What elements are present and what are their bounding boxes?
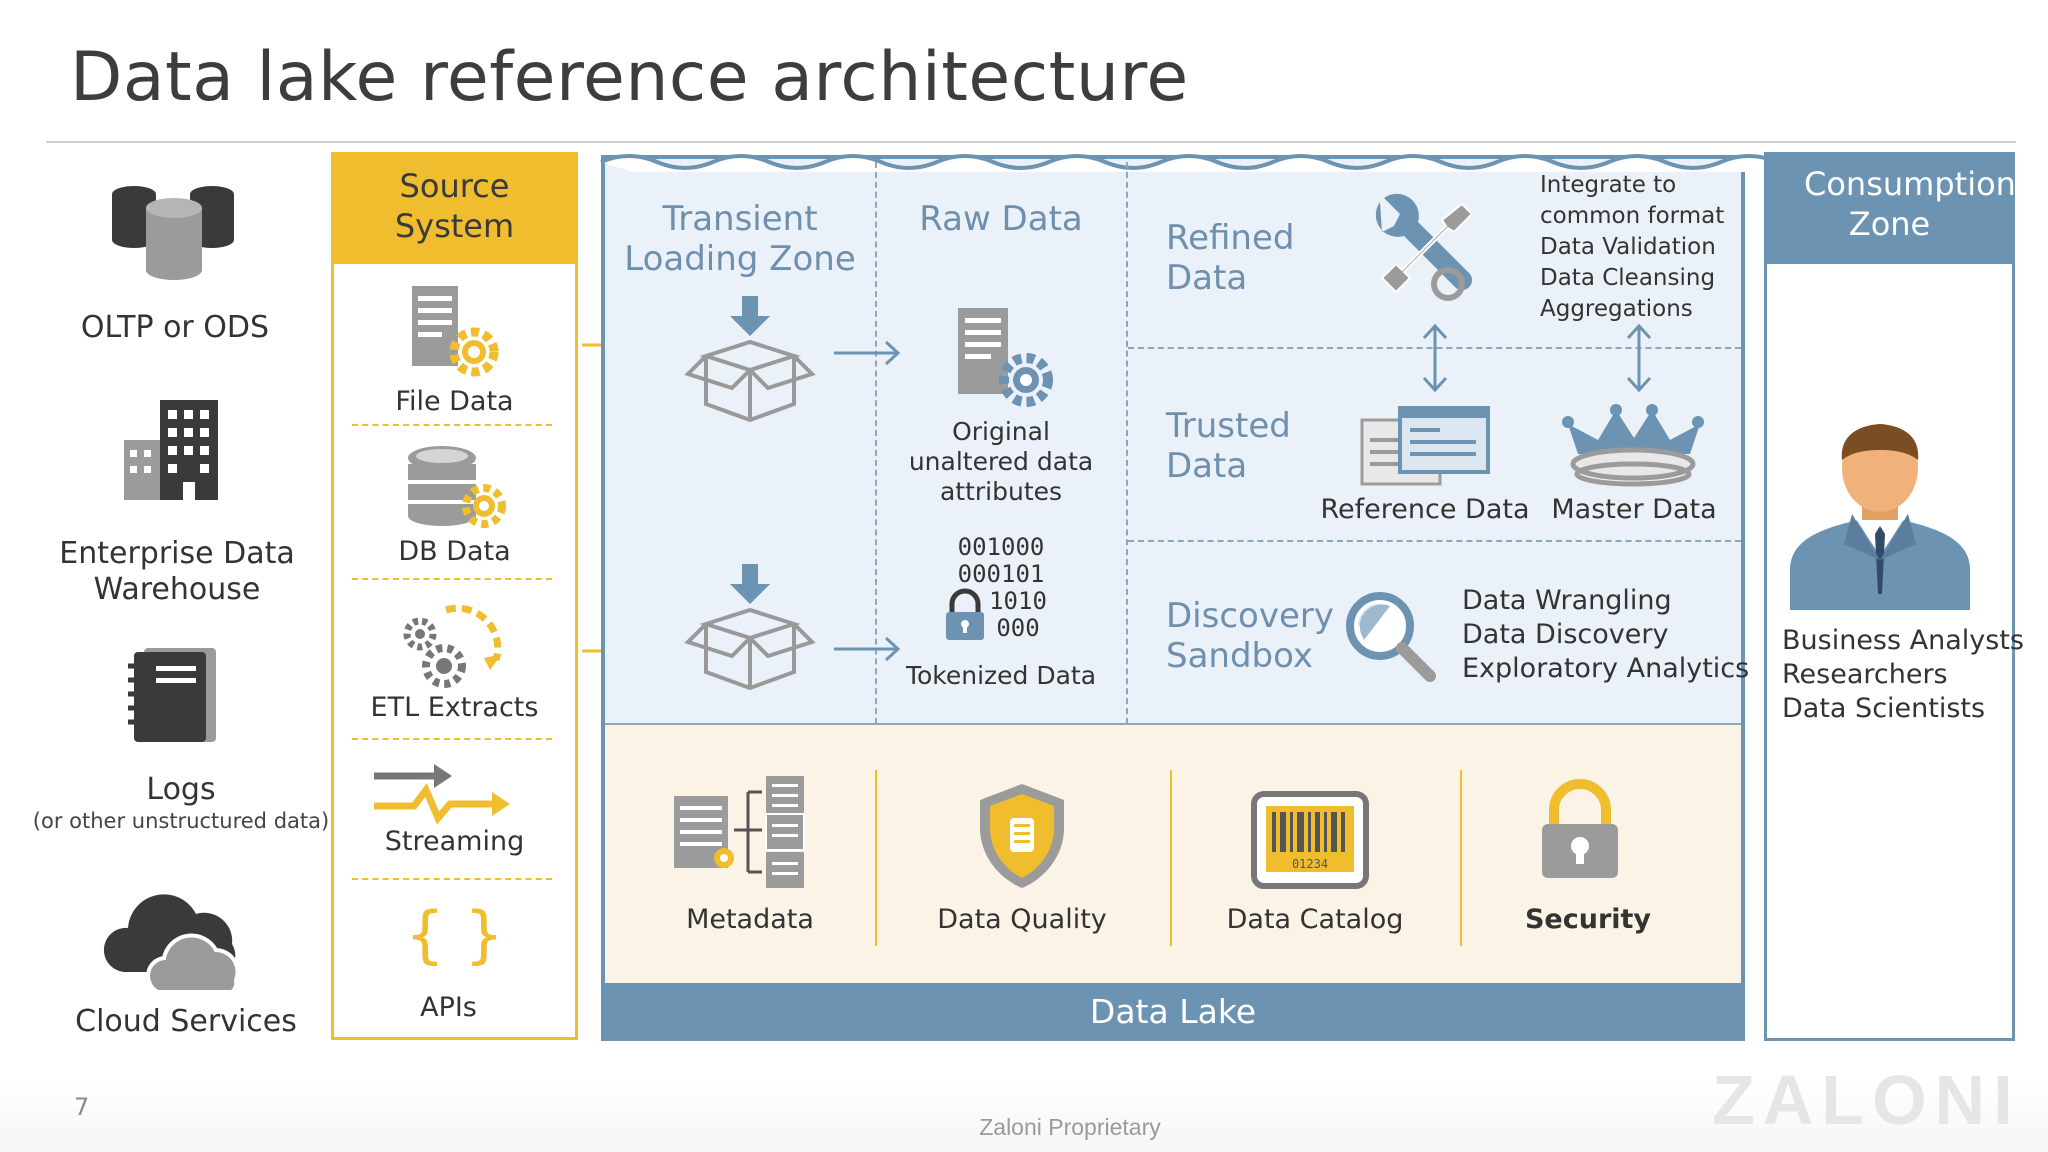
source-oltp-label: OLTP or ODS: [80, 310, 270, 345]
streaming-arrows-icon: [374, 764, 510, 825]
shield-icon: [980, 784, 1064, 888]
governance-divider: [1170, 770, 1172, 946]
governance-security-label: Security: [1524, 904, 1652, 935]
data-lake-label: Data Lake: [1089, 992, 1257, 1031]
metadata-tree-icon: [674, 776, 805, 888]
refined-zone-title: Refined Data: [1166, 218, 1295, 298]
title-divider: [46, 141, 2016, 143]
source-item-db-data: DB Data: [398, 536, 511, 567]
consumer-role: Researchers: [1782, 659, 1948, 690]
zone-divider: [605, 723, 1741, 725]
governance-data-quality-label: Data Quality: [937, 904, 1107, 935]
consumer-role: Business Analysts: [1782, 625, 2024, 656]
governance-metadata-label: Metadata: [686, 904, 814, 935]
database-icon: [112, 186, 234, 280]
wave-top-border: [600, 154, 1778, 172]
governance-divider: [1460, 770, 1462, 946]
zone-divider: [1126, 162, 1128, 724]
curly-braces-icon: { }: [405, 898, 504, 971]
discovery-zone-title: Discovery Sandbox: [1166, 596, 1334, 676]
open-box-icon: [684, 296, 816, 423]
refined-note: Data Validation: [1540, 234, 1716, 260]
refined-notes: Integrate to common format Data Validati…: [1540, 170, 1724, 325]
raw-zone-title: Raw Data: [919, 199, 1083, 239]
barcode-digits: 01234: [1292, 857, 1328, 871]
file-gear-icon: [412, 286, 499, 377]
page-number: 7: [74, 1093, 90, 1121]
source-item-streaming: Streaming: [384, 826, 525, 857]
data-lake-footer: [601, 983, 1745, 1041]
binary-line: 001000: [957, 533, 1045, 561]
refined-note: Data Cleansing: [1540, 265, 1716, 291]
governance-divider: [875, 770, 877, 946]
source-separator: [352, 578, 552, 580]
page-title: Data lake reference architecture: [70, 38, 1189, 117]
notebook-icon: [128, 648, 216, 742]
source-item-apis: APIs: [420, 992, 477, 1023]
flow-arrow: [834, 340, 901, 366]
source-separator: [352, 878, 552, 880]
building-icon: [124, 400, 218, 500]
source-cloud-label: Cloud Services: [75, 1004, 297, 1039]
refined-note: Integrate to: [1540, 172, 1677, 198]
discovery-note: Data Discovery: [1462, 619, 1669, 650]
magnifier-icon: [1346, 592, 1436, 682]
zone-divider: [875, 162, 877, 724]
source-separator: [352, 738, 552, 740]
raw-caption: Original unaltered data attributes: [908, 417, 1094, 506]
source-logs-label: Logs: [146, 772, 216, 807]
consumption-zone-header: [1764, 152, 2015, 264]
zaloni-watermark-logo: ZALONI: [1712, 1061, 2021, 1139]
reference-data-label: Reference Data: [1320, 494, 1530, 525]
source-system-title: Source System: [394, 167, 515, 245]
source-logs-sublabel: (or other unstructured data): [32, 809, 330, 833]
padlock-icon: [1542, 779, 1618, 878]
bidirectional-arrow: [1422, 323, 1448, 393]
source-item-etl-extracts: ETL Extracts: [370, 692, 539, 723]
db-gear-icon: [408, 446, 506, 528]
source-system-header: [331, 152, 578, 264]
consumer-role: Data Scientists: [1782, 693, 1986, 724]
source-edw-label: Enterprise Data Warehouse: [59, 536, 295, 607]
binary-line: 000: [996, 614, 1040, 642]
refined-note: Aggregations: [1540, 296, 1693, 322]
open-box-icon: [684, 564, 816, 691]
barcode-icon: 01234: [1251, 791, 1369, 889]
business-user-icon: [1790, 424, 1970, 610]
zone-divider: [1128, 540, 1741, 542]
discovery-notes: Data Wrangling Data Discovery Explorator…: [1462, 584, 1749, 686]
etl-gears-icon: [403, 604, 502, 688]
bidirectional-arrow: [1626, 323, 1652, 393]
binary-line: 1010: [989, 587, 1047, 615]
consumption-users: Business Analysts Researchers Data Scien…: [1782, 624, 2024, 726]
footer-text: Zaloni Proprietary: [979, 1114, 1161, 1140]
reference-docs-icon: [1360, 406, 1490, 486]
refined-note: common format: [1540, 203, 1725, 229]
master-data-label: Master Data: [1551, 494, 1717, 525]
binary-line: 000101: [957, 560, 1045, 588]
cloud-icon: [103, 894, 240, 994]
trusted-zone-title: Trusted Data: [1166, 406, 1291, 486]
padlock-icon: [946, 588, 984, 640]
footer-fade: [0, 1080, 2048, 1152]
tools-icon: [1375, 193, 1474, 301]
tokenized-caption: Tokenized Data: [905, 661, 1097, 690]
source-separator: [352, 424, 552, 426]
discovery-note: Data Wrangling: [1462, 585, 1672, 616]
file-gear-icon: [958, 308, 1053, 407]
binary-data: 001000 000101 1010 000: [877, 534, 1125, 642]
consumption-zone-title: Consumption Zone: [1804, 165, 2016, 243]
flow-arrow: [834, 636, 901, 662]
source-item-file-data: File Data: [395, 386, 514, 417]
governance-data-catalog-label: Data Catalog: [1226, 904, 1404, 935]
crown-icon: [1562, 404, 1704, 487]
discovery-note: Exploratory Analytics: [1462, 653, 1750, 684]
transient-zone-title: Transient Loading Zone: [624, 199, 856, 279]
